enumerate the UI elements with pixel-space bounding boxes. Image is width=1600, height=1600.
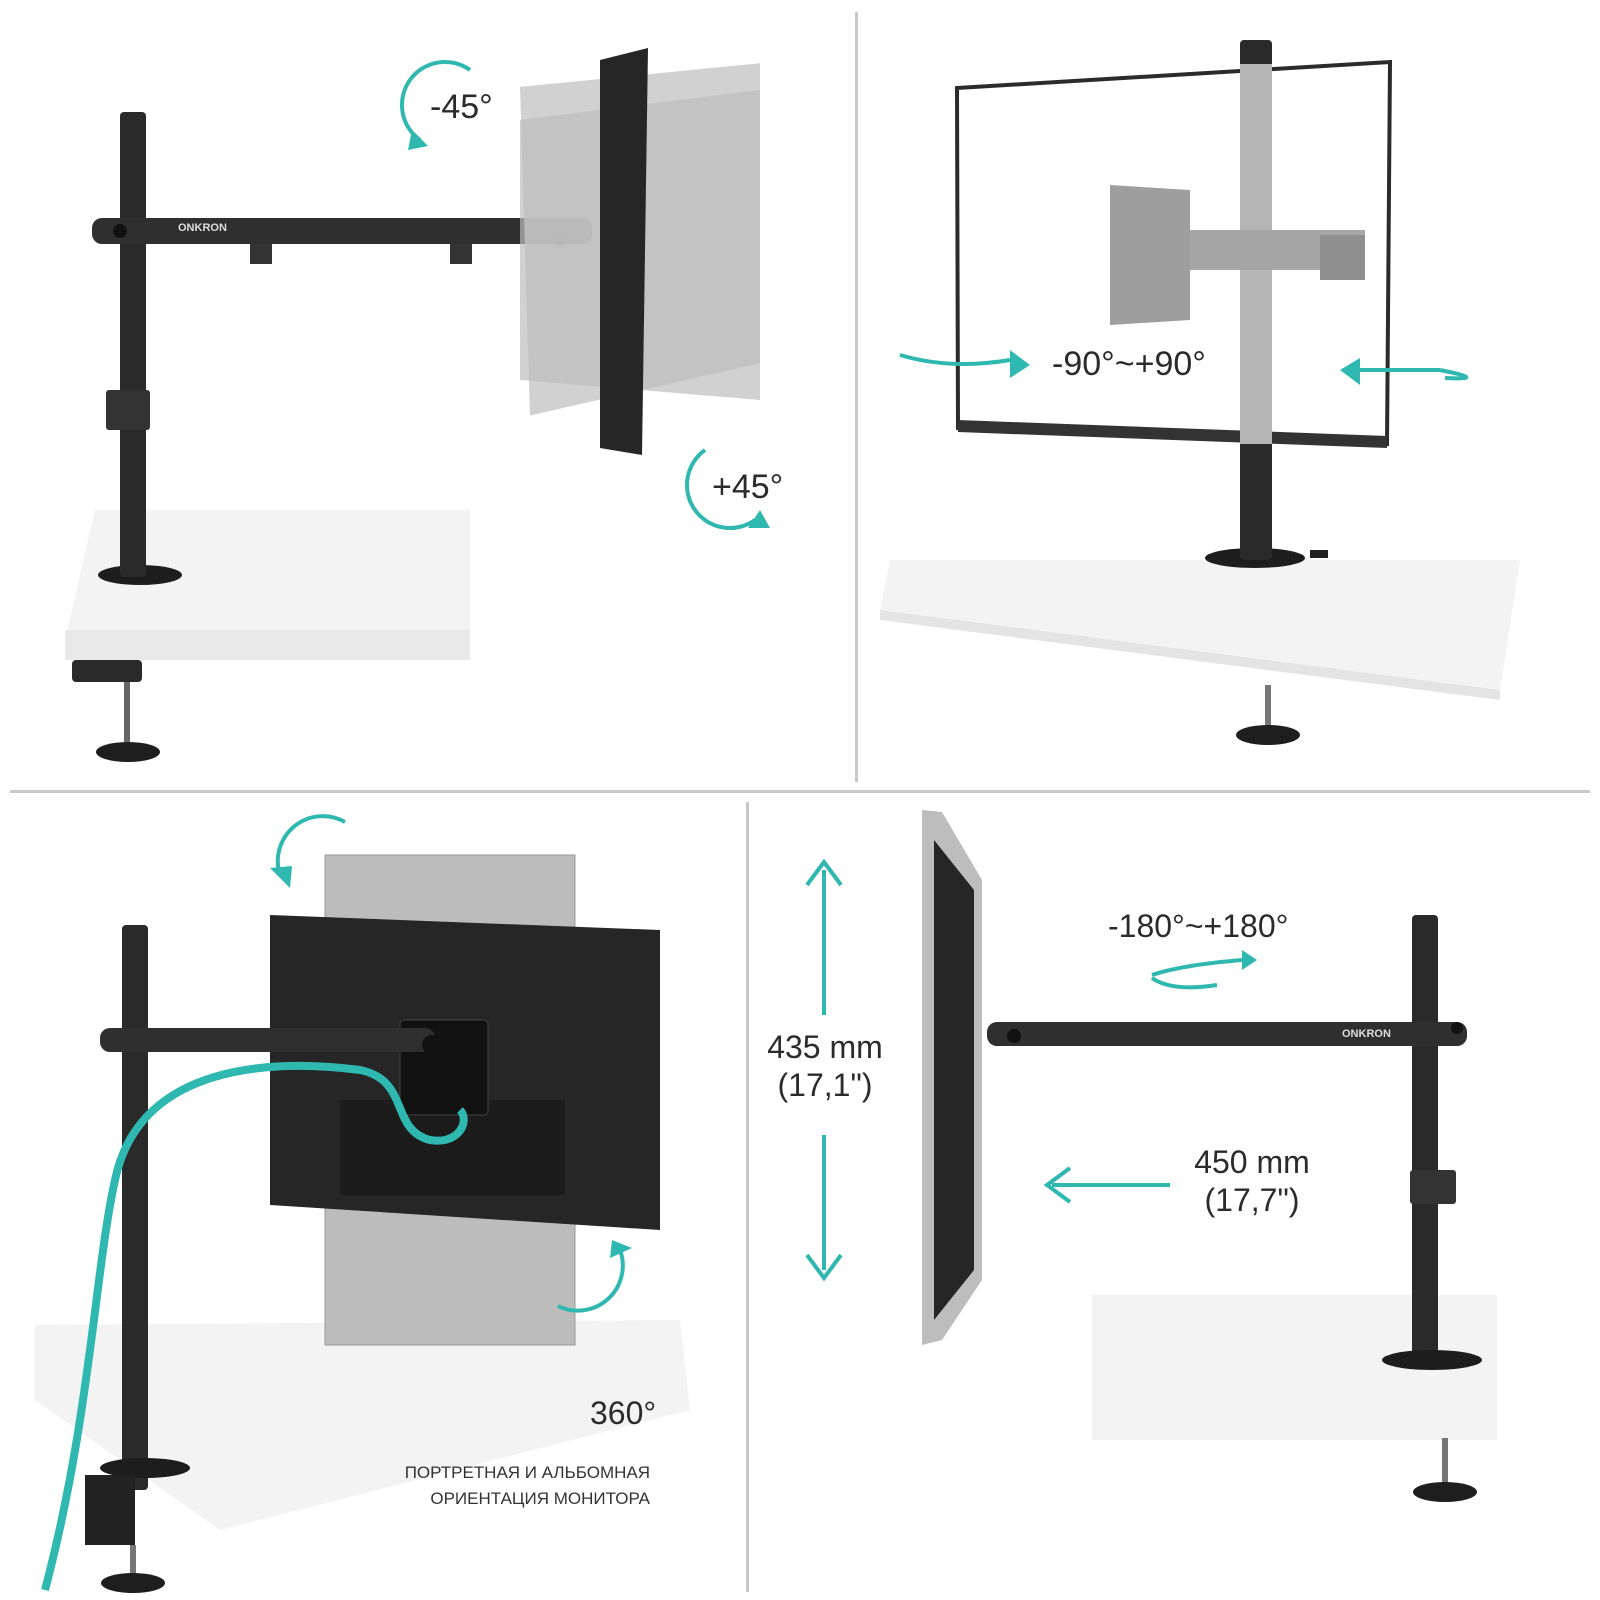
base-plate [100,1458,190,1478]
desk [35,1320,690,1530]
clamp-knob [1236,725,1300,745]
vesa-plate [1110,185,1190,325]
arm-rotation-label: -180°~+180° [1108,908,1289,944]
orientation-caption-line1: ПОРТРЕТНАЯ И АЛЬБОМНАЯ [404,1463,650,1482]
rotate-illustration [35,814,690,1593]
tilt-plus-label: +45° [712,468,784,506]
rotate-degrees-label: 360° [590,1395,657,1431]
desk [1092,1295,1497,1440]
tilt-up-arrow [400,59,472,142]
tilt-down-arrow [685,448,757,531]
rotate-panel: 360° ПОРТРЕТНАЯ И АЛЬБОМНАЯ ОРИЕНТАЦИЯ М… [0,800,740,1600]
clamp-knob [101,1573,165,1593]
desk-clamp [85,1475,135,1545]
arm [92,218,592,244]
tilt-panel: ONKRON -45° +45° [0,0,850,785]
rotate-bottom-arrow [557,1249,625,1313]
brand-logo: ONKRON [178,222,227,234]
desk [65,510,470,660]
rotate-top-arrow [275,814,346,876]
horizontal-divider [10,790,1590,793]
desk [880,560,1520,690]
dimensions-illustration [792,810,1497,1502]
pole [122,925,148,1490]
monitor-side [600,48,648,455]
swivel-right-arrow [1360,368,1469,381]
clamp-knob [96,742,160,762]
tilt-minus-label: -45° [430,88,493,126]
swivel-panel: -90°~+90° [860,0,1600,785]
tilt-illustration [65,48,770,762]
swivel-illustration [880,40,1520,745]
arm [987,1022,1467,1046]
vertical-divider-bottom [746,802,749,1592]
desk-clamp [72,660,142,682]
pole [1412,915,1438,1365]
dimensions-panel: ONKRON -180°~+180° 435 mm (17,1") 450 mm… [752,800,1600,1600]
swivel-left-arrow [899,353,1011,366]
reach-in-label: (17,7") [1204,1182,1300,1218]
height-in-label: (17,1") [777,1067,873,1103]
vertical-divider-top [855,12,858,782]
swivel-range-label: -90°~+90° [1052,345,1206,383]
clamp-knob [1413,1482,1477,1502]
reach-mm-label: 450 mm [1194,1144,1310,1180]
pole [120,112,146,577]
arm [100,1028,435,1052]
cable [41,1062,468,1592]
brand-logo: ONKRON [1342,1028,1391,1040]
base-plate [1382,1350,1482,1370]
height-mm-label: 435 mm [767,1029,883,1065]
arm-rotation-arrow [1150,958,1243,990]
orientation-caption-line2: ОРИЕНТАЦИЯ МОНИТОРА [430,1489,650,1508]
